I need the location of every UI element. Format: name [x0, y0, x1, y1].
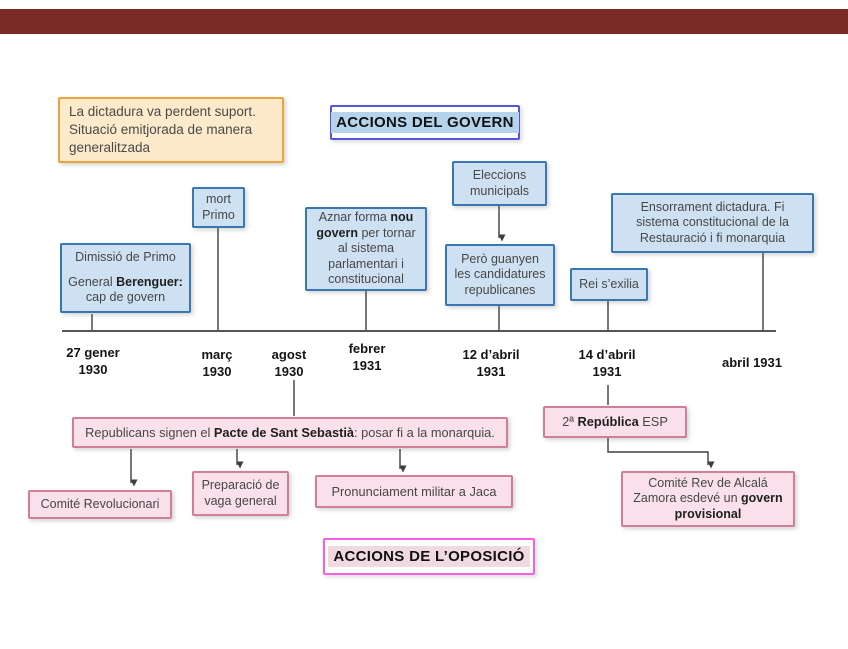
- box-text: cap de govern: [85, 290, 166, 305]
- top-banner: [0, 9, 848, 34]
- date-marc-1930: març 1930: [201, 347, 233, 379]
- box-eleccions-municipals: Eleccions municipals: [452, 161, 547, 206]
- box-text: Aznar forma nou govern per tornar al sis…: [316, 210, 416, 287]
- box-text: mort Primo: [202, 192, 235, 222]
- date-abril-1931: abril 1931: [722, 355, 782, 370]
- box-text: Pronunciament militar a Jaca: [331, 483, 497, 499]
- box-text: Però guanyen les candidatures republican…: [454, 251, 546, 297]
- title-accions-oposicio-text: ACCIONS DE L’OPOSICIÓ: [328, 546, 530, 567]
- date-febrer-1931: febrer 1931: [348, 341, 386, 373]
- box-rei-sexilia: Rei s’exilia: [570, 268, 648, 301]
- box-text: Preparació de vaga general: [201, 478, 280, 508]
- date-14-abril-1931: 14 d’abril 1931: [578, 347, 636, 379]
- box-pronunciament-jaca: Pronunciament militar a Jaca: [315, 475, 513, 508]
- box-segona-republica: 2ª República ESP: [543, 406, 687, 438]
- box-text: Ensorrament dictadura. Fi sistema consti…: [636, 199, 789, 245]
- box-aznar-nou-govern: Aznar forma nou govern per tornar al sis…: [305, 207, 427, 291]
- box-text: Comité Rev de Alcalá Zamora esdevé un go…: [633, 475, 783, 521]
- context-note-text: La dictadura va perdent suport. Situació…: [69, 103, 256, 156]
- arrow-republica-comiteprov: [607, 438, 715, 469]
- title-accions-del-govern: ACCIONS DEL GOVERN: [330, 105, 520, 140]
- box-preparacio-vaga-general: Preparació de vaga general: [192, 471, 289, 516]
- date-12-abril-1931: 12 d’abril 1931: [462, 347, 520, 379]
- date-27-gener-1930: 27 gener 1930: [66, 345, 120, 377]
- box-text: Eleccions municipals: [469, 168, 530, 198]
- box-mort-primo: mort Primo: [192, 187, 245, 228]
- box-ensorrament-dictadura: Ensorrament dictadura. Fi sistema consti…: [611, 193, 814, 253]
- date-agost-1930: agost 1930: [271, 347, 307, 379]
- title-accions-del-govern-text: ACCIONS DEL GOVERN: [331, 112, 519, 133]
- box-text: Dimissió de Primo: [75, 250, 176, 265]
- box-text: Rei s’exilia: [579, 276, 639, 291]
- box-text: 2ª República ESP: [562, 414, 668, 430]
- context-note-box: La dictadura va perdent suport. Situació…: [58, 97, 284, 163]
- box-comite-revolucionari: Comité Revolucionari: [28, 490, 172, 519]
- box-comite-govern-provisional: Comité Rev de Alcalá Zamora esdevé un go…: [621, 471, 795, 527]
- box-text: Comité Revolucionari: [40, 496, 160, 511]
- box-text: Republicans signen el Pacte de Sant Seba…: [85, 424, 495, 440]
- title-accions-oposicio: ACCIONS DE L’OPOSICIÓ: [323, 538, 535, 575]
- box-text: General Berenguer:: [68, 274, 183, 289]
- box-dimissio-primo: Dimissió de Primo General Berenguer: cap…: [60, 243, 191, 313]
- box-pacte-sant-sebastia: Republicans signen el Pacte de Sant Seba…: [72, 417, 508, 448]
- box-guanyen-candidatures: Però guanyen les candidatures republican…: [445, 244, 555, 306]
